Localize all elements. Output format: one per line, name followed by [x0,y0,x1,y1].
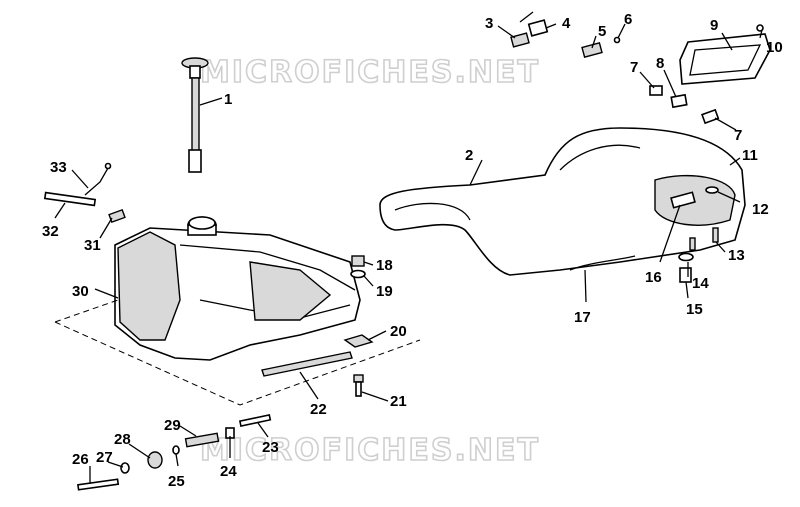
callout-26: 26 [72,451,89,468]
callout-10: 10 [766,39,783,56]
callout-24: 24 [220,463,237,480]
callout-30: 30 [72,283,89,300]
callout-1: 1 [224,91,232,108]
clip-33-part [84,162,112,196]
washer-19-part [350,269,366,279]
callout-16: 16 [645,269,662,286]
fitting-31-part [108,208,126,224]
callout-11: 11 [742,147,758,164]
callout-33: 33 [50,159,67,176]
callout-20: 20 [390,323,407,340]
callout-31: 31 [84,237,101,254]
callout-25: 25 [168,473,185,490]
bolt-21-part [353,374,364,397]
callout-17: 17 [574,309,591,326]
callout-14: 14 [692,275,709,292]
rod-32-part [43,191,97,207]
callout-7-right: 7 [734,127,742,144]
leader-dash-tank-left [54,299,119,323]
callout-4: 4 [562,15,571,32]
leader-dash-tank-bottom [54,321,421,406]
studs-13-part [689,227,719,251]
callout-7-top: 7 [630,59,638,76]
callout-22: 22 [310,401,327,418]
leader-lines [54,23,763,484]
strip-22-part [261,351,353,377]
callout-21: 21 [390,393,407,410]
callout-28: 28 [114,431,131,448]
callout-32: 32 [42,223,59,240]
callout-23: 23 [262,439,279,456]
callout-9: 9 [710,17,718,34]
watermark-top: MICROFICHES.NET [200,55,540,90]
callout-6: 6 [624,11,632,28]
callout-8: 8 [656,55,664,72]
callout-13: 13 [728,247,745,264]
washer-14-part [678,252,694,262]
pad-20-part [343,334,374,348]
callout-29: 29 [164,417,181,434]
bracket-parts [510,11,771,125]
callout-3: 3 [485,15,493,32]
callout-18: 18 [376,257,393,274]
callout-12: 12 [752,201,769,218]
fuel-line-parts [77,413,272,491]
callout-5: 5 [598,23,606,40]
nut-18-part [351,255,365,267]
spacer-15-part [679,267,692,283]
emblem-16-part [670,191,696,209]
fuel-sender-part [181,57,209,173]
callout-19: 19 [376,283,393,300]
watermark-bottom: MICROFICHES.NET [200,433,540,468]
grommet-12-part [705,186,719,194]
callout-15: 15 [686,301,703,318]
callout-27: 27 [96,449,113,466]
callout-2: 2 [465,147,473,164]
fuel-tank-part [114,216,361,361]
